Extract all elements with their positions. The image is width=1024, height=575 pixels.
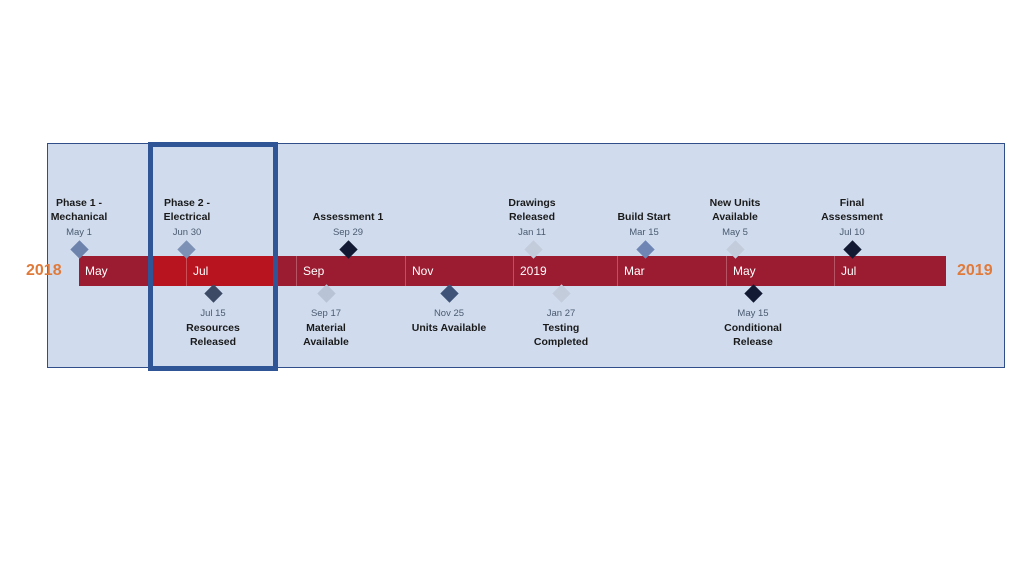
milestone-date: Jun 30 — [172, 227, 202, 238]
month-label: 2019 — [513, 256, 617, 286]
month-label: Sep — [296, 256, 405, 286]
month-label: May — [726, 256, 834, 286]
milestone-date: May 15 — [737, 308, 769, 319]
milestone-date: Jul 15 — [200, 308, 226, 319]
milestone-date: Jan 11 — [518, 227, 546, 238]
milestone-title: Material Available — [303, 322, 349, 348]
milestone-title: New Units Available — [709, 197, 761, 223]
month-label: Nov — [405, 256, 513, 286]
year-end-label: 2019 — [957, 262, 993, 279]
year-start-label: 2018 — [26, 262, 62, 279]
milestone-title: Resources Released — [186, 322, 240, 348]
milestone-title: Units Available — [411, 322, 487, 334]
month-label: May — [85, 264, 108, 278]
milestone-date: May 5 — [722, 227, 748, 238]
milestone-date: Sep 29 — [332, 227, 364, 238]
timeline-band-highlight — [150, 256, 275, 286]
milestone-date: Mar 15 — [629, 227, 659, 238]
milestone-title: Phase 1 - Mechanical — [50, 197, 108, 223]
timeline-panel — [47, 143, 1005, 368]
milestone-title: Phase 2 - Electrical — [163, 197, 211, 223]
month-label: Jul — [834, 256, 946, 286]
milestone-title: Conditional Release — [724, 322, 782, 348]
milestone-title: Assessment 1 — [312, 211, 384, 223]
milestone-date: May 1 — [66, 227, 92, 238]
phase-highlight-frame — [148, 142, 278, 371]
milestone-date: Sep 17 — [310, 308, 342, 319]
milestone-date: Jul 10 — [839, 227, 865, 238]
milestone-title: Build Start — [617, 211, 671, 223]
milestone-title: Testing Completed — [533, 322, 589, 348]
month-label: Mar — [617, 256, 726, 286]
month-label: Jul — [186, 256, 296, 286]
milestone-date: Nov 25 — [433, 308, 465, 319]
milestone-date: Jan 27 — [546, 308, 576, 319]
milestone-title: Drawings Released — [508, 197, 556, 223]
milestone-title: Final Assessment — [821, 197, 883, 223]
